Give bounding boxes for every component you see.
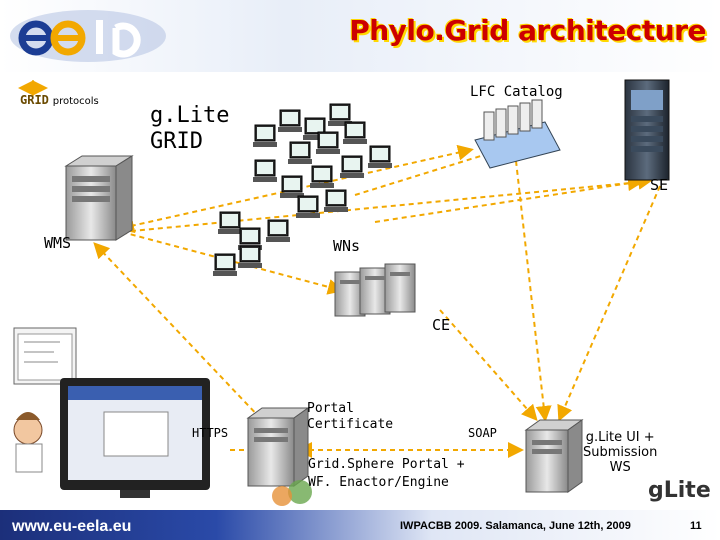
ui-server-icon	[524, 419, 584, 493]
workstation-icon	[213, 253, 237, 276]
glite-grid-line1: g.Lite	[150, 103, 230, 128]
workstation-icon	[238, 245, 262, 268]
workstation-icon	[368, 145, 392, 168]
portal-cert-line2: Certificate	[307, 417, 394, 432]
glite-grid-line2: GRID	[150, 129, 203, 154]
protocols-label: protocols	[52, 96, 99, 107]
workstation-icon	[343, 121, 367, 144]
user-desktop-icon	[13, 327, 210, 498]
ce-label: CE	[432, 316, 451, 334]
https-label: HTTPS	[192, 426, 229, 440]
soap-label: SOAP	[468, 426, 497, 440]
gridsphere-line1: Grid.Sphere Portal +	[308, 457, 465, 472]
lfc-catalog-icon	[474, 99, 561, 169]
se-label: SE	[650, 176, 669, 194]
workstation-icon	[280, 175, 304, 198]
workstation-icon	[310, 165, 334, 188]
gridsphere-label: Grid.Sphere Portal + WF. Enactor/Engine	[308, 456, 465, 492]
wn-workstation-icons	[213, 103, 392, 276]
wns-label: WNs	[333, 237, 361, 255]
workstation-icon	[316, 131, 340, 154]
workstation-icon	[296, 195, 320, 218]
workstation-icon	[303, 117, 327, 140]
workstation-icon	[324, 189, 348, 212]
ce-server-icons	[334, 263, 416, 317]
workstation-icon	[253, 159, 277, 182]
wms-label: WMS	[44, 234, 72, 252]
workstation-icon	[266, 219, 290, 242]
workstation-icon	[218, 211, 242, 234]
eela-logo	[8, 8, 168, 64]
se-storage-rack-icon	[624, 79, 670, 181]
portal-certificate-label: Portal Certificate	[307, 401, 393, 433]
workstation-icon	[253, 124, 277, 147]
footer-url: www.eu-eela.eu	[12, 518, 132, 535]
gridsphere-line2: WF. Enactor/Engine	[308, 475, 449, 490]
workstation-icon	[328, 103, 352, 126]
glite-logo: gLite	[648, 478, 711, 503]
footer-page-number: 11	[690, 520, 702, 532]
slide-title: Phylo.Grid architecture	[349, 14, 706, 47]
footer-band	[0, 510, 720, 540]
portal-cert-line1: Portal	[307, 401, 354, 416]
portal-server-icon	[246, 407, 312, 506]
glite-ui-line2: Submission	[583, 445, 658, 460]
lfc-catalog-label: LFC Catalog	[470, 84, 563, 100]
glite-ui-label: g.Lite UI + Submission WS	[583, 430, 657, 475]
workstation-icon	[278, 109, 302, 132]
grid-protocols-label: GRID protocols	[20, 93, 99, 107]
glite-grid-label: g.Lite GRID	[150, 103, 229, 155]
glite-ui-line3: WS	[609, 460, 631, 475]
workstation-icon	[340, 155, 364, 178]
wms-server-icon	[64, 155, 134, 241]
footer-conference: IWPACBB 2009. Salamanca, June 12th, 2009	[400, 520, 631, 532]
glite-ui-line1: g.Lite UI +	[585, 430, 655, 445]
workstation-icon	[288, 141, 312, 164]
grid-label: GRID	[20, 93, 49, 107]
